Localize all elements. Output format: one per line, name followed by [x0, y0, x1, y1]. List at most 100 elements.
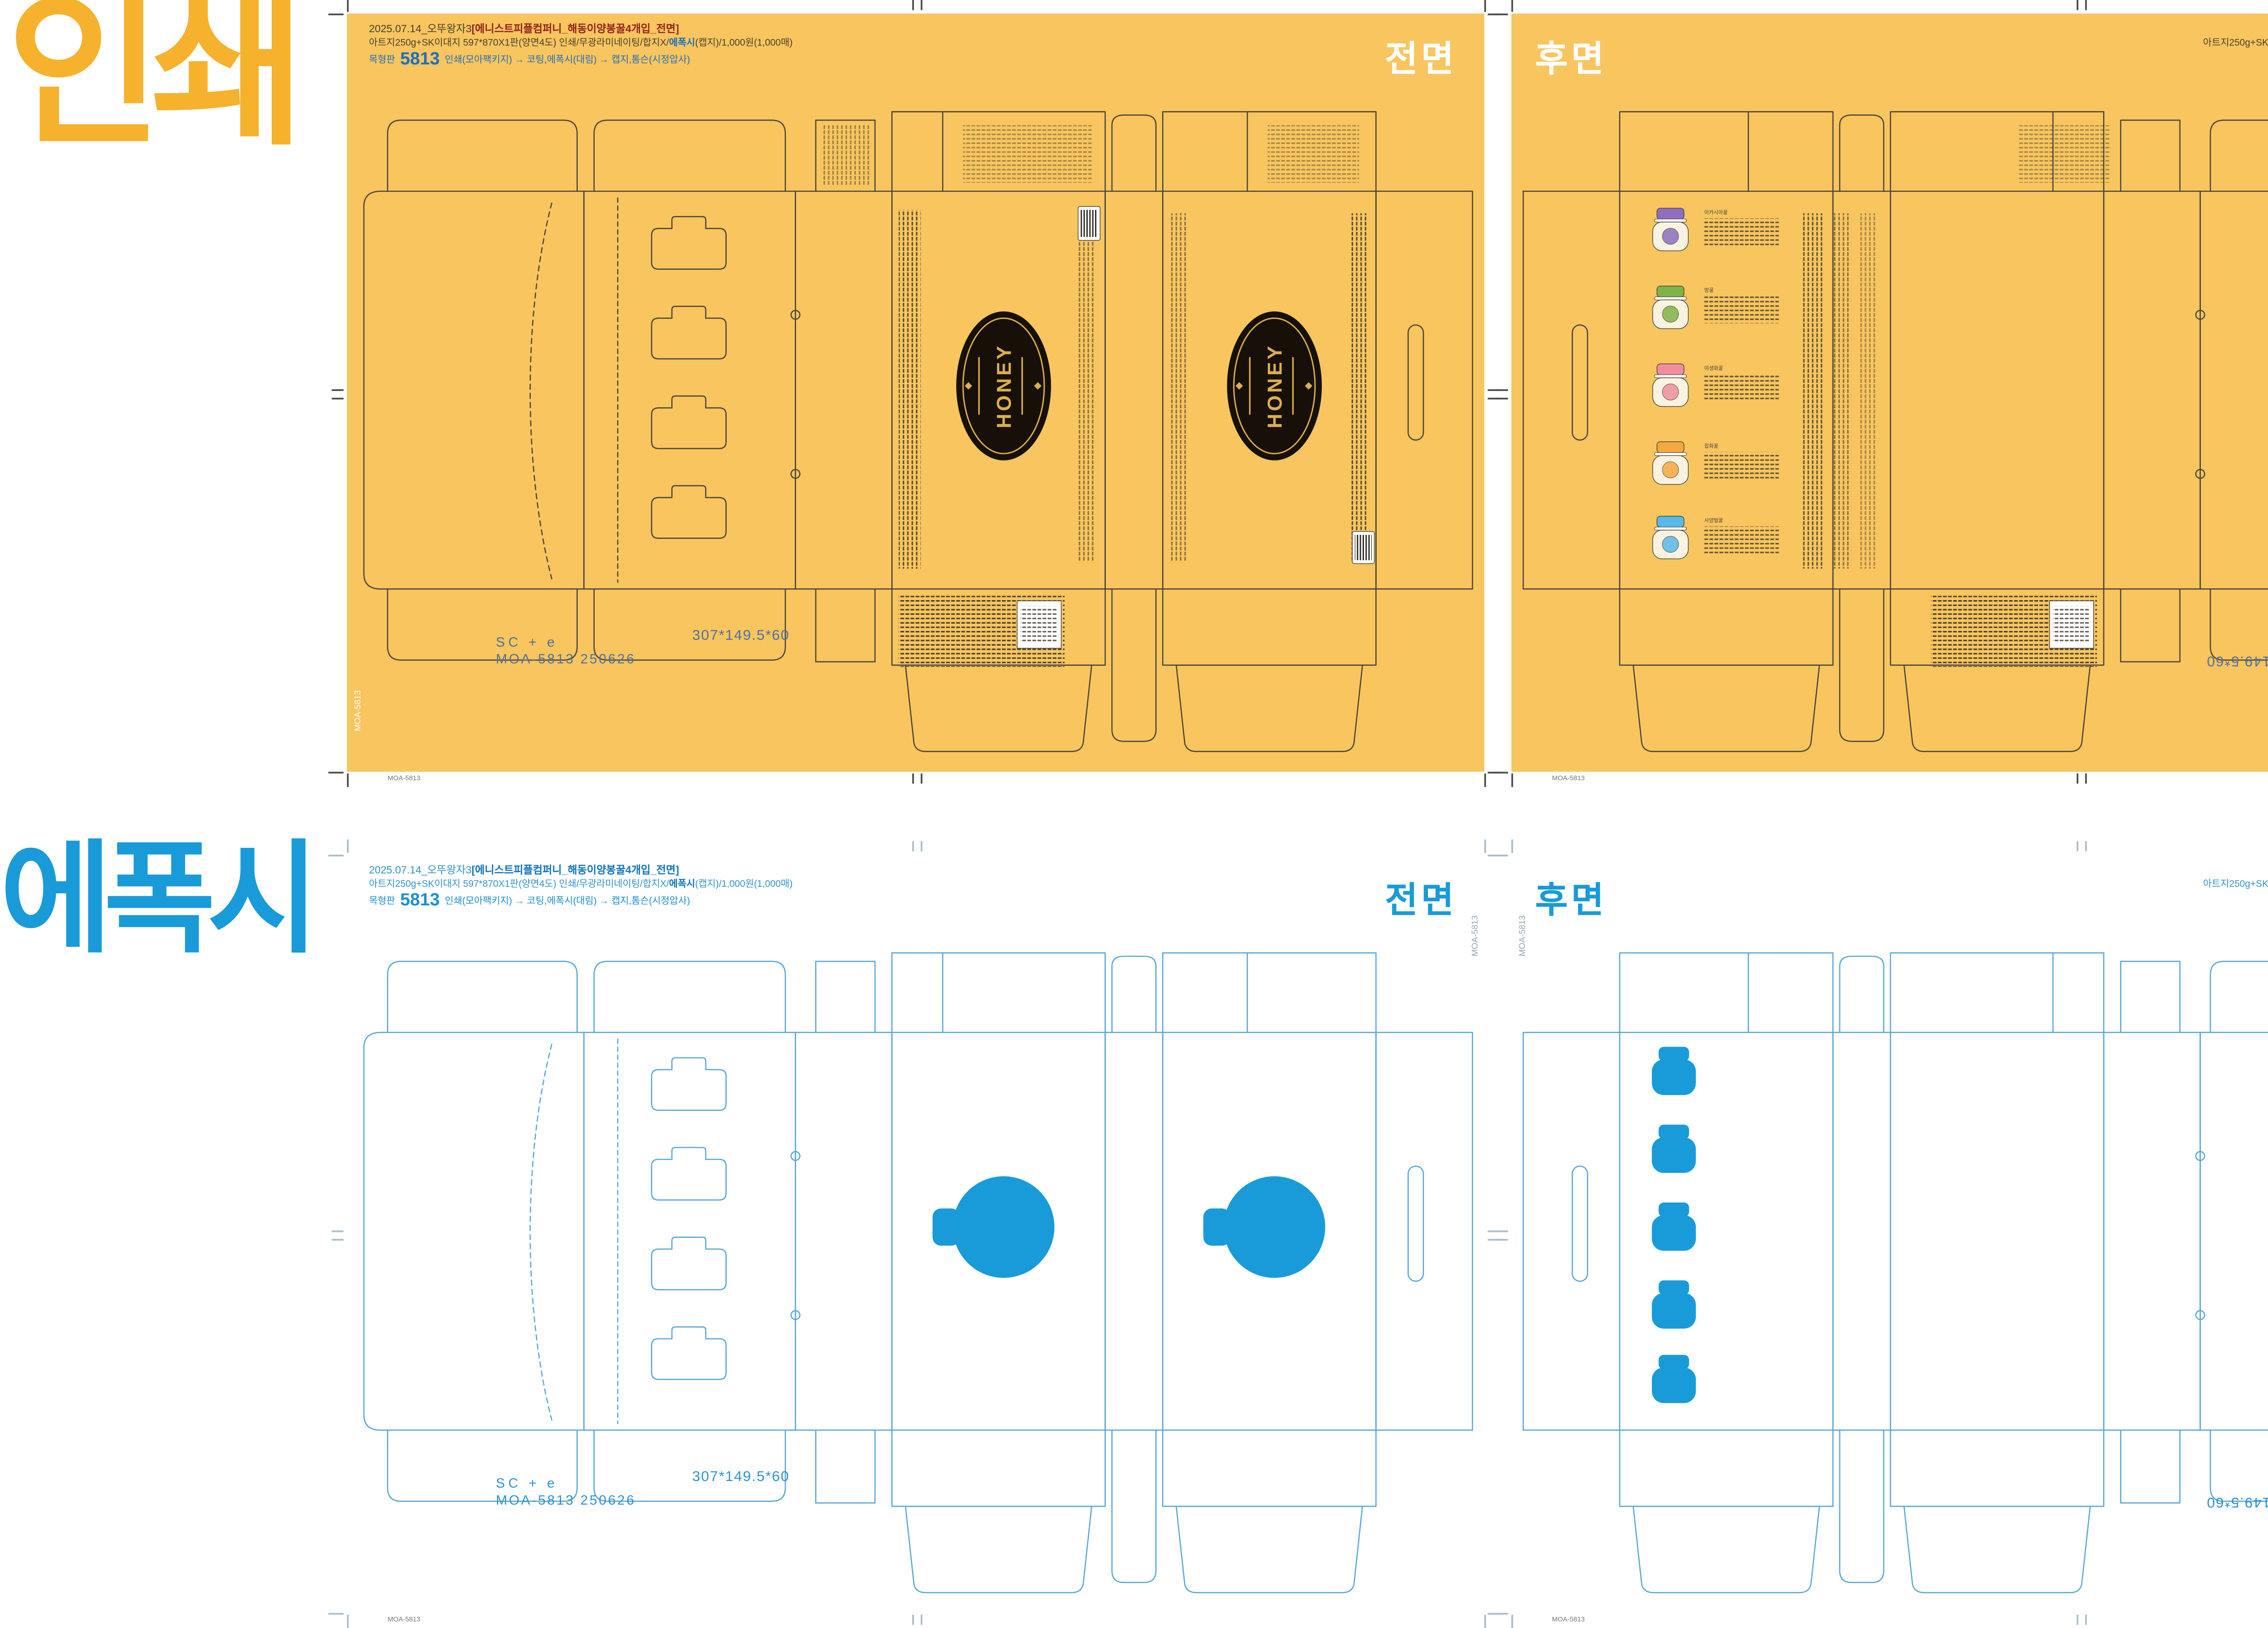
edge-label: MOA-5813 [1518, 915, 1529, 957]
crop-mark [332, 388, 344, 390]
crop-mark [1483, 0, 1485, 12]
spec-text: 아트지250g+SK이대지 597*870X1판(양면4도) 인쇄/무광라미네이… [369, 880, 669, 891]
microtext-block [821, 125, 872, 186]
epoxy-jar-spot [1652, 1203, 1696, 1251]
dimension-text: 307*149.5*60 [692, 1467, 790, 1485]
header-spec-line: 아트지250g+SK이대지 597*870X1판(양면4도) 인쇄/무광라미네이… [369, 879, 792, 893]
crop-mark [2076, 773, 2077, 784]
crop-mark [2076, 0, 2077, 10]
board-label: 목형판 [369, 896, 396, 907]
honey-badge-text: HONEY [992, 343, 1015, 428]
crop-mark [346, 839, 348, 853]
microtext-block [2019, 125, 2111, 183]
crop-mark [1492, 771, 1508, 772]
board-label: 목형판 [369, 55, 396, 66]
microtext-block [1704, 296, 1779, 323]
dieline-paths [1522, 952, 2268, 1594]
crop-mark [332, 1238, 344, 1240]
crop-mark [1492, 1612, 1508, 1614]
crop-mark [328, 1612, 344, 1614]
side-label-back: 후면 [1535, 40, 1608, 80]
honey-badge-text: HONEY [1263, 343, 1286, 428]
microtext-block [1704, 218, 1779, 246]
crop-mark [2084, 841, 2086, 851]
crop-mark [332, 396, 344, 398]
crop-mark [1496, 1229, 1508, 1231]
crop-mark [1483, 773, 1485, 787]
side-label-front: 전면 [1385, 881, 1457, 921]
board-number: 5813 [400, 49, 440, 69]
crop-mark [911, 773, 913, 784]
epoxy-spot [932, 1176, 1055, 1278]
crop-mark [1492, 13, 1508, 15]
spec-text: 아트지250g+SK이대지 597*870X1판(양면4도) 인쇄/무광라미네이… [369, 39, 669, 50]
microtext-block [1267, 125, 1359, 183]
dieline-paths [363, 952, 1473, 1594]
spec-epoxy-emphasis: 에폭시 [669, 880, 695, 891]
crop-mark [1510, 0, 1512, 12]
epoxy-jar-spot [1652, 1354, 1696, 1403]
crop-mark [346, 773, 348, 787]
spec-epoxy-emphasis: 에폭시 [669, 39, 695, 50]
epoxy-back-sheet: 2025.07.14_오뚜왕자3[에니스트피플컴퍼니_해동이양봉꿀4개입_후면]… [1511, 855, 2268, 1613]
honey-badge: HONEY [1227, 311, 1322, 460]
plate-code: SC + e [496, 635, 558, 650]
crop-mark [1496, 388, 1508, 390]
microtext-block [2053, 606, 2091, 643]
header-job-title: [에니스트피플컴퍼니_해동이양봉꿀4개입_전면] [471, 24, 679, 36]
jar-label: 밤꿀 [1704, 288, 1714, 293]
honey-jar-icon [1652, 363, 1689, 407]
crop-mark [1496, 1238, 1508, 1240]
crop-mark [911, 0, 913, 10]
plate-code: SC + e [496, 1476, 558, 1491]
spec-tail: (캡지)/1,000원(1,000매) [695, 880, 793, 891]
crop-mark [2076, 841, 2077, 851]
microtext-block [1704, 452, 1779, 479]
plate-edge-label: MOA-5813 [387, 1613, 420, 1623]
print-front-sheet: HONEY HONEY 2025.07.14_오뚜왕자3[에니스트피플컴퍼니_해동… [347, 13, 1485, 772]
header-title-line: 2025.07.14_오뚜왕자3[에니스트피플컴퍼니_해동이양봉꿀4개입_전면] [369, 863, 792, 879]
crop-mark [328, 13, 344, 15]
microtext-block [1802, 213, 1825, 569]
header-spec-line: 아트지250g+SK이대지 597*870X1판(양면4도) 인쇄/무광라미네이… [2203, 38, 2268, 52]
die-number-date: MOA-5813 250626 [496, 1492, 636, 1508]
edge-label: MOA-5813 [353, 690, 364, 731]
crop-mark [911, 841, 913, 851]
epoxy-jar-spot [1652, 1280, 1696, 1329]
crop-mark [332, 1229, 344, 1231]
plate-edge-label: MOA-5813 [1552, 772, 1585, 781]
epoxy-jar-spot [1652, 1124, 1696, 1173]
crop-mark [1492, 854, 1508, 856]
microtext-block [1833, 213, 1852, 569]
sheet-header: 2025.07.14_오뚜왕자3[에니스트피플컴퍼니_해동이양봉꿀4개입_전면]… [369, 863, 792, 909]
microtext-block [1169, 213, 1187, 562]
plate-footer: 307*149.5*60 SC + e MOA-5813 250626 [2097, 623, 2268, 670]
process-route: 인쇄(모아팩키지) → 코팅,에폭시(대림) → 캡지,톰슨(시정압사) [445, 896, 690, 907]
crop-mark [2076, 1614, 2077, 1625]
jar-label: 잡화꿀 [1704, 443, 1718, 449]
side-label-back: 후면 [1535, 881, 1608, 921]
microtext-block [1020, 606, 1058, 643]
sheet-header: 2025.07.14_오뚜왕자3[에니스트피플컴퍼니_해동이양봉꿀4개입_후면]… [2203, 22, 2268, 68]
dimension-text: 307*149.5*60 [2206, 1494, 2268, 1511]
crop-mark [1483, 839, 1485, 853]
epoxy-section-label: 에폭시 [0, 832, 319, 968]
sheet-header: 2025.07.14_오뚜왕자3[에니스트피플컴퍼니_해동이양봉꿀4개입_후면]… [2203, 863, 2268, 909]
sheet-header: 2025.07.14_오뚜왕자3[에니스트피플컴퍼니_해동이양봉꿀4개입_전면]… [369, 22, 792, 68]
microtext-block [1704, 526, 1779, 554]
header-title-line: 2025.07.14_오뚜왕자3[에니스트피플컴퍼니_해동이양봉꿀4개입_전면] [369, 22, 792, 38]
crop-mark [328, 771, 344, 772]
spec-text: 아트지250g+SK이대지 597*870X1판(양면4도) 인쇄/무광라미네이… [2203, 880, 2268, 891]
crop-mark [919, 0, 921, 10]
crop-mark [328, 854, 344, 856]
honey-jar-icon [1652, 516, 1689, 559]
epoxy-spot [1203, 1176, 1325, 1278]
crop-mark [1496, 396, 1508, 398]
